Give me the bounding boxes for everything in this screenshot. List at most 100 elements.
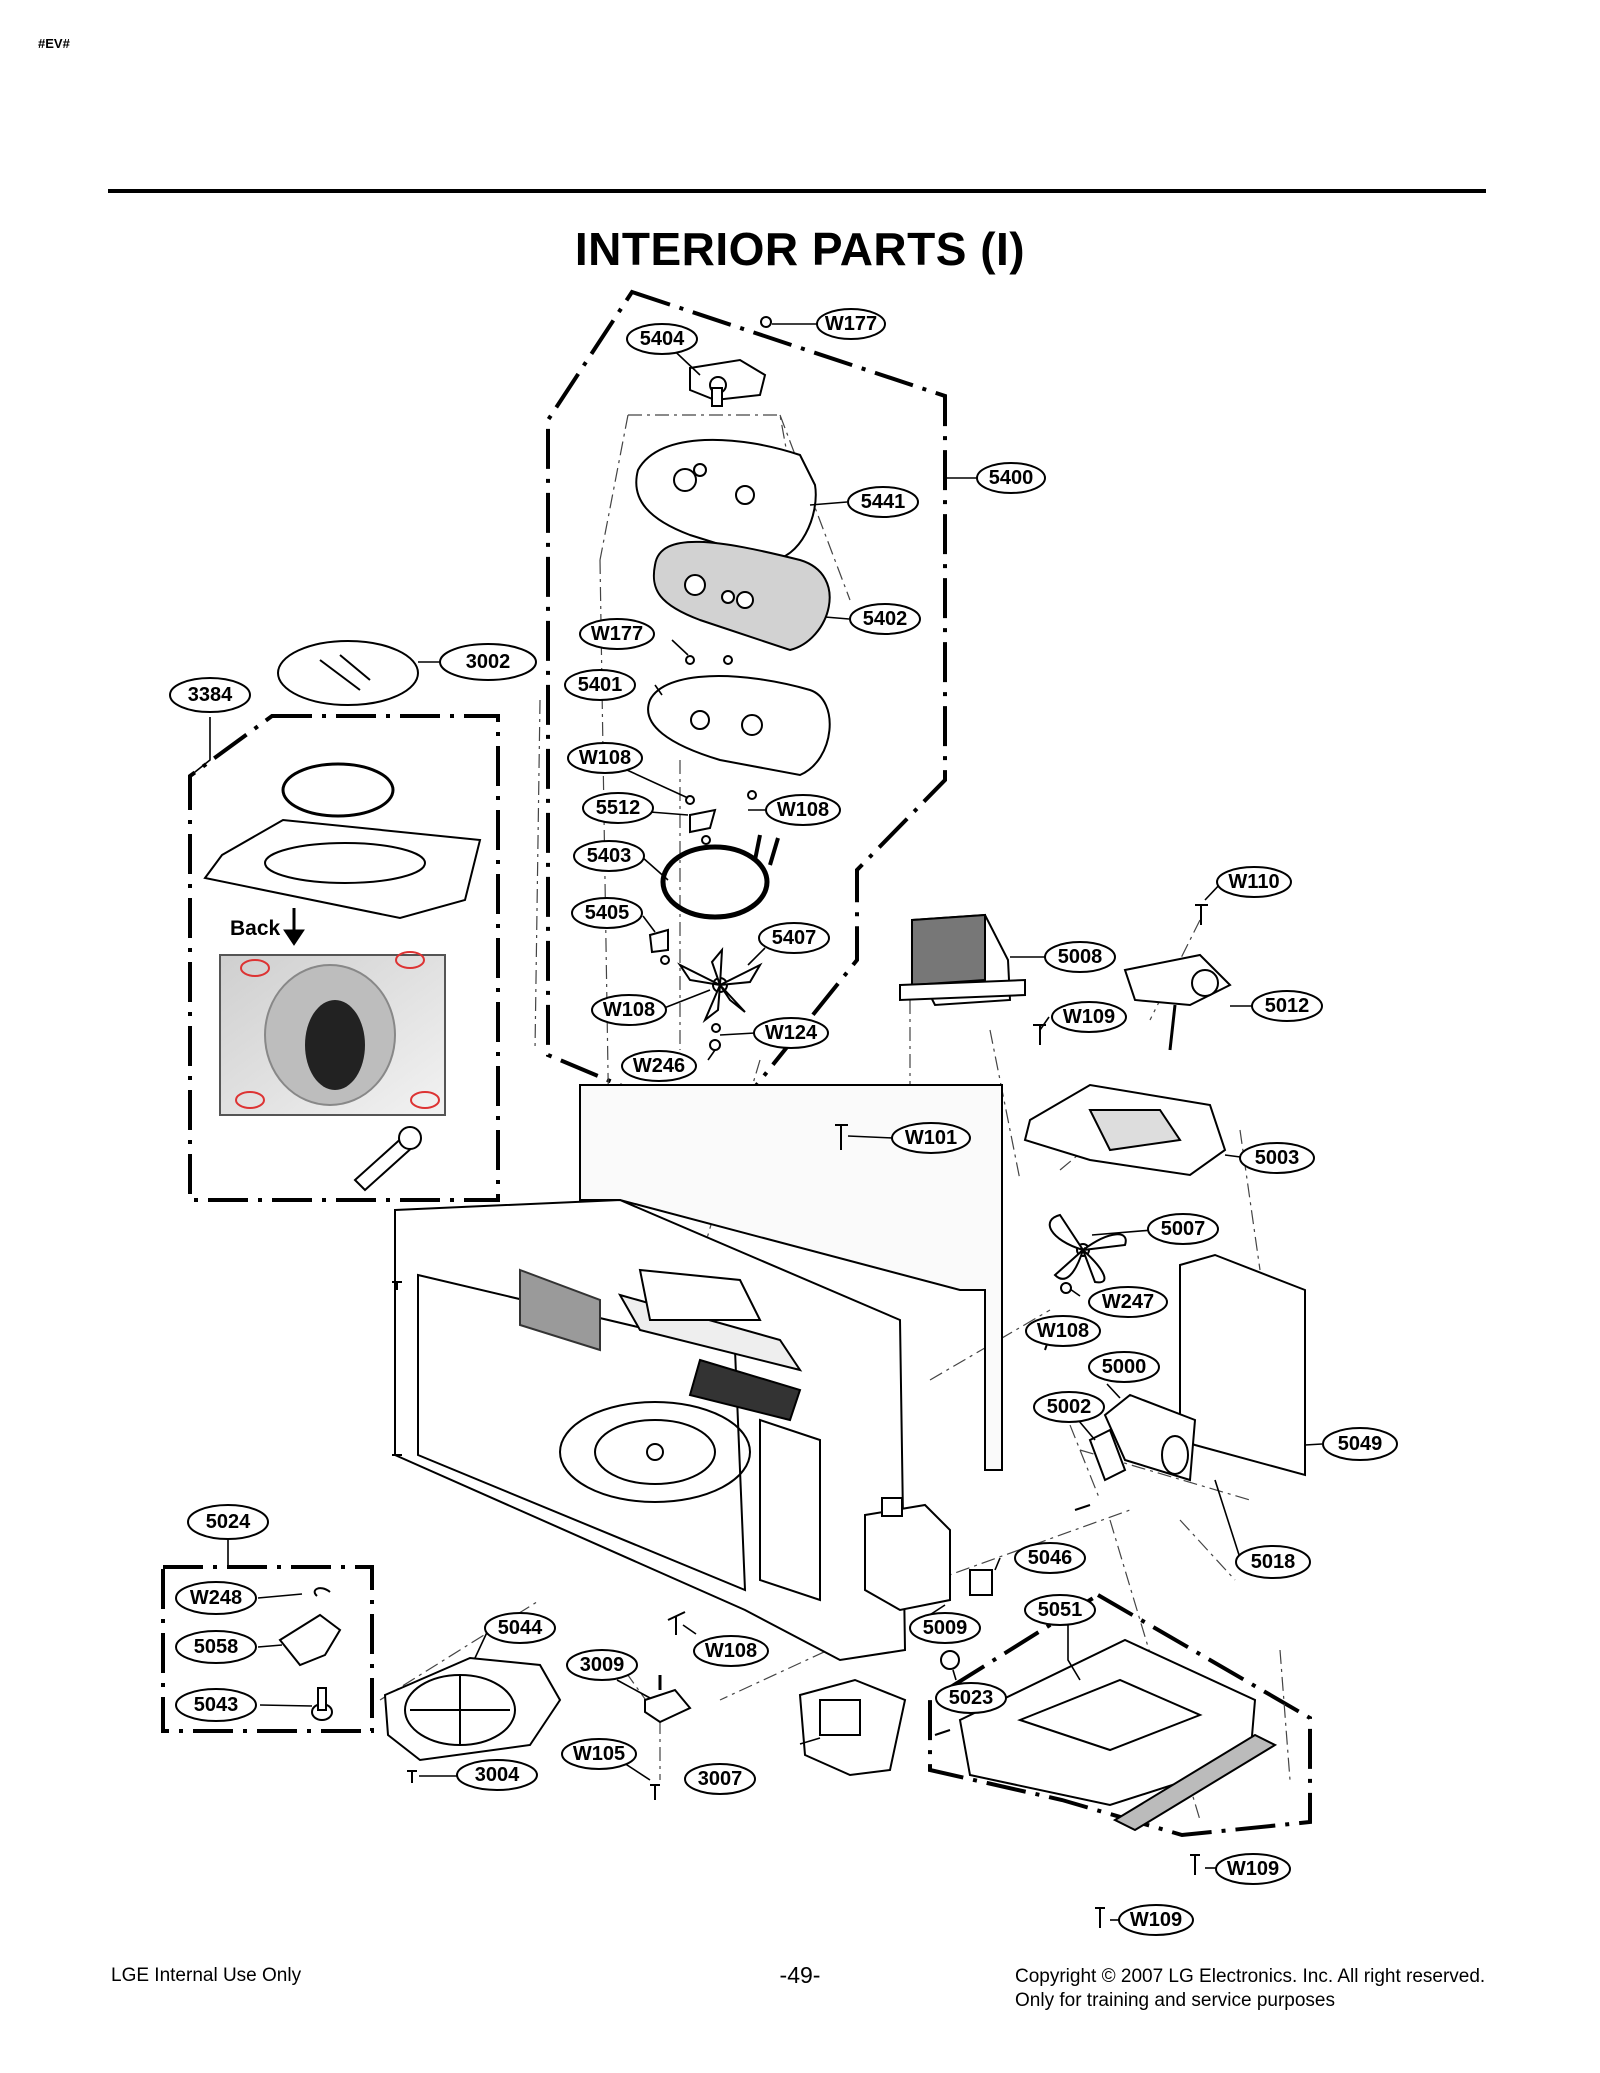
callout-5441: 5441 [861, 491, 906, 513]
page-number: -49- [779, 1962, 821, 1988]
callout-5000: 5000 [1102, 1356, 1147, 1378]
callout-oval-W108e [693, 1635, 769, 1667]
back-arrow-icon [283, 908, 305, 946]
part-5012-fan-motor [1123, 953, 1232, 1051]
callout-oval-5043 [175, 1688, 257, 1722]
callout-oval-5002 [1033, 1391, 1105, 1423]
callout-3004: 3004 [475, 1764, 520, 1786]
callout-5051: 5051 [1038, 1599, 1083, 1621]
part-3384-roller-ring [281, 762, 395, 818]
copyright-line-1: Copyright © 2007 LG Electronics. Inc. Al… [1015, 1966, 1486, 1987]
callout-oval-5441 [847, 486, 919, 518]
callout-W108a: W108 [579, 747, 631, 769]
callout-W177b: W177 [591, 623, 643, 645]
assembly-guides [379, 414, 1291, 1821]
callout-oval-W248 [175, 1581, 257, 1615]
cavity-back-panel [579, 1084, 1003, 1471]
callout-5002: 5002 [1047, 1396, 1092, 1418]
callout-W108e: W108 [705, 1640, 757, 1662]
part-5407-fan [677, 947, 763, 1024]
callout-5049: 5049 [1338, 1433, 1383, 1455]
part-5023-thermostat [940, 1650, 960, 1670]
callout-oval-W105 [561, 1738, 637, 1770]
callout-3002: 3002 [466, 651, 511, 673]
callout-5058: 5058 [194, 1636, 239, 1658]
callout-oval-W109a [1051, 1001, 1127, 1033]
callout-oval-W109b [1215, 1853, 1291, 1885]
part-3002-tray [277, 640, 419, 706]
callout-oval-5049 [1322, 1427, 1398, 1461]
group-5024-outline [161, 1565, 374, 1733]
callout-W109c: W109 [1130, 1909, 1182, 1931]
callout-W177a: W177 [825, 313, 877, 335]
callout-oval-3007 [684, 1763, 756, 1795]
callout-oval-5003 [1239, 1142, 1315, 1174]
part-5002-bracket [1088, 1428, 1127, 1482]
callout-5402: 5402 [863, 608, 908, 630]
callout-oval-5405 [571, 897, 643, 929]
part-5404-motor [689, 358, 767, 407]
callout-5023: 5023 [949, 1687, 994, 1709]
callout-oval-5403 [573, 840, 645, 872]
callout-5043: 5043 [194, 1694, 239, 1716]
part-3007-duct [798, 1678, 907, 1777]
callout-labels: W177 5404 5400 5441 5402 W177 5401 W108 … [188, 313, 1383, 1931]
part-3009-motor [644, 1675, 692, 1724]
callout-oval-5401 [564, 669, 636, 701]
callout-oval-W109c [1118, 1904, 1194, 1936]
parts [203, 358, 1306, 1832]
callout-5512: 5512 [596, 797, 641, 819]
callout-W101: W101 [905, 1127, 957, 1149]
callout-oval-W101 [891, 1122, 971, 1154]
part-5401-duct [647, 675, 831, 777]
callout-5404: 5404 [640, 328, 685, 350]
callout-W110: W110 [1228, 871, 1279, 893]
part-5512-bracket [689, 808, 717, 834]
callout-5003: 5003 [1255, 1147, 1300, 1169]
callout-oval-5018 [1235, 1545, 1311, 1579]
part-5405-bracket [648, 928, 669, 954]
part-5000-capacitor [1103, 1393, 1197, 1482]
callout-oval-5407 [758, 922, 830, 954]
footer-copyright: Copyright © 2007 LG Electronics. Inc. Al… [1015, 1965, 1485, 2013]
callout-5024: 5024 [206, 1511, 251, 1533]
callout-5008: 5008 [1058, 946, 1103, 968]
callout-W108b: W108 [777, 799, 829, 821]
callout-oval-3384 [169, 677, 251, 713]
callout-oval-W124 [753, 1017, 829, 1049]
callout-5405: 5405 [585, 902, 630, 924]
part-5024-stirrer [278, 1613, 342, 1721]
callout-oval-5400 [976, 462, 1046, 494]
callout-oval-5044 [484, 1612, 556, 1644]
callout-oval-W108d [1025, 1315, 1101, 1347]
callout-oval-5000 [1088, 1351, 1160, 1383]
screw-W177 [760, 316, 772, 328]
part-5008-transformer [899, 913, 1026, 1007]
leader-lines [189, 323, 1323, 1921]
callout-oval-W108a [567, 742, 643, 774]
callout-oval-W108b [765, 794, 841, 826]
callout-5044: 5044 [498, 1617, 543, 1639]
back-photo [219, 951, 446, 1116]
part-5003-duct [1023, 1083, 1227, 1177]
cavity-box [394, 1198, 907, 1662]
footer-internal-use: LGE Internal Use Only [111, 1965, 302, 1986]
part-coupler [353, 1126, 422, 1192]
callout-oval-W177b [579, 618, 655, 650]
callout-oval-W246 [621, 1050, 697, 1082]
callout-5012: 5012 [1265, 995, 1310, 1017]
part-5046-fuse [969, 1569, 993, 1596]
callout-oval-W110 [1216, 866, 1292, 898]
screws [313, 316, 1208, 1928]
callout-ovals [169, 308, 1398, 1936]
callout-W109a: W109 [1063, 1006, 1115, 1028]
callout-oval-5024 [187, 1504, 269, 1540]
part-3384-plate [203, 818, 482, 920]
callout-oval-3009 [566, 1649, 638, 1681]
callout-5007: 5007 [1161, 1218, 1206, 1240]
callout-W108d: W108 [1037, 1320, 1089, 1342]
callout-oval-3004 [456, 1759, 538, 1791]
part-5403-heater [660, 834, 780, 920]
callout-5401: 5401 [578, 674, 623, 696]
